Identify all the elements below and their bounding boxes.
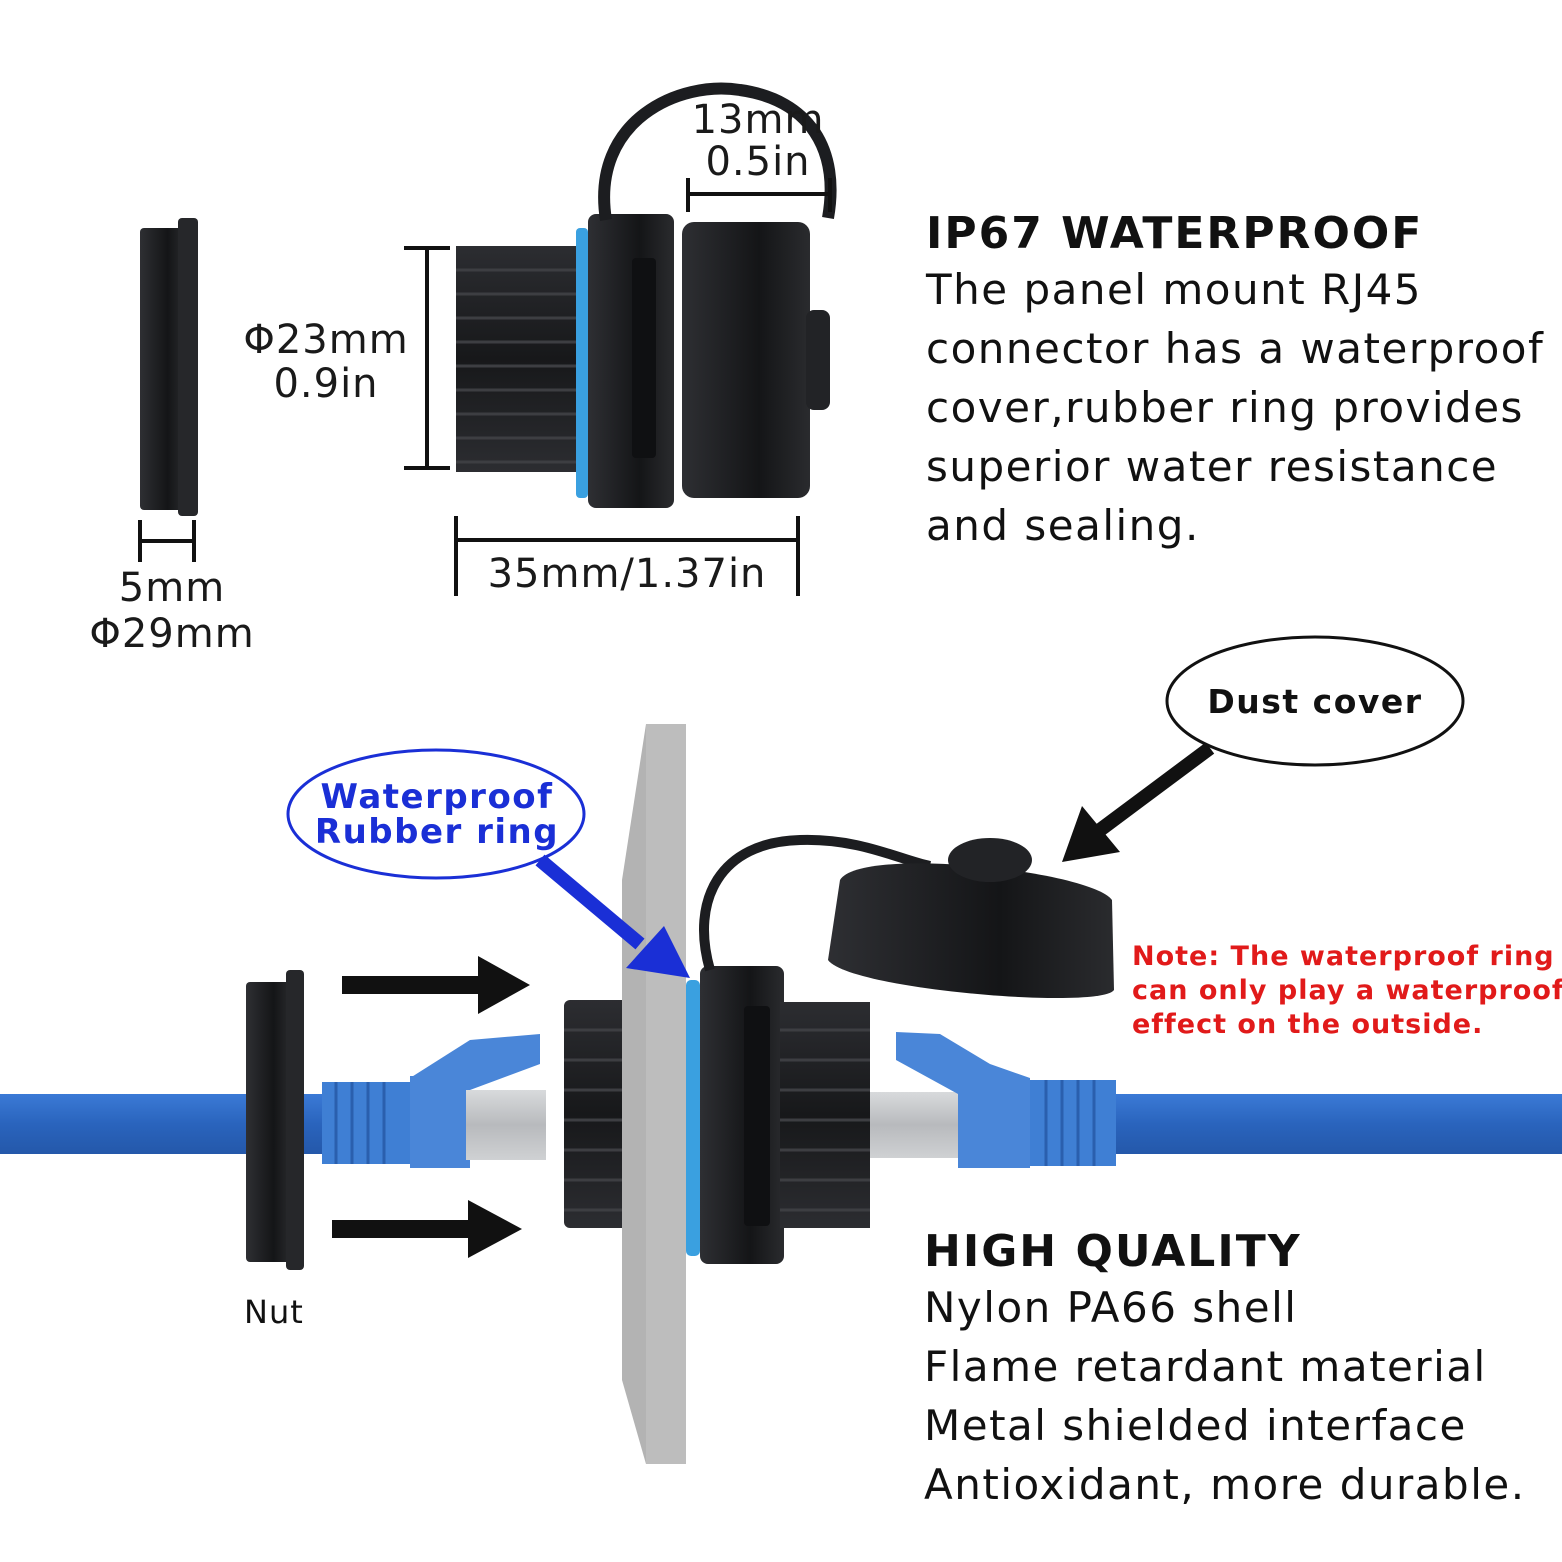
waterproof-line: The panel mount RJ45 <box>926 265 1423 314</box>
diameter-dimension <box>404 246 450 470</box>
rj45-plug-right <box>870 1032 1116 1168</box>
insert-arrow-bottom <box>332 1200 522 1258</box>
quality-line: Antioxidant, more durable. <box>924 1460 1526 1509</box>
thread-diameter-in-label: 0.9in <box>273 361 379 407</box>
nut-label: Nut <box>244 1293 304 1331</box>
front-connector <box>700 966 870 1264</box>
cap-width-dimension <box>686 178 832 212</box>
waterproof-description: The panel mount RJ45 connector has a wat… <box>926 260 1544 555</box>
length-dimension <box>454 516 800 596</box>
nut <box>246 970 304 1270</box>
rj45-plug-left <box>322 1034 546 1168</box>
waterproof-note: Note: The waterproof ring can only play … <box>1132 940 1562 1042</box>
cable-right <box>1100 1094 1562 1154</box>
quality-line: Nylon PA66 shell <box>924 1283 1298 1332</box>
rubber-ring-label-line: Rubber ring <box>314 812 560 852</box>
dust-cover-callout-bubble <box>1165 635 1465 767</box>
insert-arrow-top <box>342 956 530 1014</box>
quality-description: Nylon PA66 shell Flame retardant materia… <box>924 1278 1526 1514</box>
note-line: Note: The waterproof ring <box>1132 941 1555 972</box>
waterproof-line: and sealing. <box>926 501 1200 550</box>
quality-line: Flame retardant material <box>924 1342 1487 1391</box>
dust-cover-label: Dust cover <box>1207 682 1423 721</box>
rubber-ring-label: Waterproof Rubber ring <box>290 780 584 850</box>
quality-heading: HIGH QUALITY <box>924 1226 1302 1277</box>
connector-side-view <box>456 82 837 508</box>
nut-diameter-label: Φ29mm <box>89 611 255 657</box>
cap-width-in-label: 0.5in <box>705 139 811 185</box>
waterproof-line: cover,rubber ring provides <box>926 383 1524 432</box>
mounting-panel <box>622 724 686 1464</box>
waterproof-line: superior water resistance <box>926 442 1499 491</box>
cap-width-mm-label: 13mm <box>691 97 825 143</box>
rubber-ring-arrow <box>535 854 690 978</box>
nut-thickness-label: 5mm <box>118 565 226 611</box>
quality-line: Metal shielded interface <box>924 1401 1467 1450</box>
note-line: effect on the outside. <box>1132 1009 1484 1040</box>
note-line: can only play a waterproof <box>1132 975 1562 1006</box>
dust-cover <box>699 834 1114 999</box>
nut-side-view <box>140 218 198 516</box>
rubber-ring-label-line: Waterproof <box>320 777 554 817</box>
waterproof-heading: IP67 WATERPROOF <box>926 208 1424 259</box>
waterproof-line: connector has a waterproof <box>926 324 1545 373</box>
length-label: 35mm/1.37in <box>487 551 767 597</box>
nut-thickness-dimension <box>138 520 196 562</box>
thread-diameter-mm-label: Φ23mm <box>243 317 409 363</box>
rubber-ring-callout-bubble <box>286 748 586 880</box>
rubber-ring <box>686 980 700 1256</box>
dust-cover-arrow <box>1062 742 1215 862</box>
